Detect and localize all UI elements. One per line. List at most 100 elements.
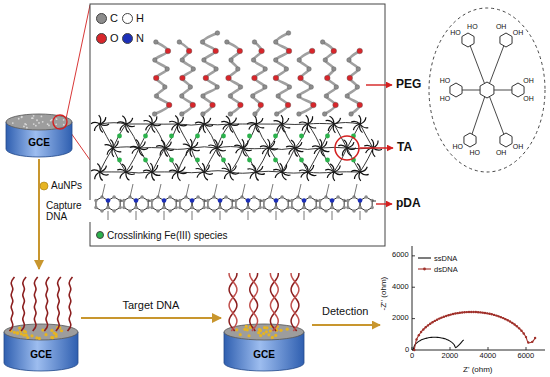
atom xyxy=(286,48,292,54)
ta-link xyxy=(139,148,152,172)
gold-nanoparticle xyxy=(262,332,265,335)
hydroxyl-label: HO xyxy=(440,95,451,103)
legend-text: dsDNA xyxy=(434,265,458,274)
surface-speck xyxy=(63,124,65,126)
atom xyxy=(190,198,195,203)
surface-speck xyxy=(26,127,28,129)
surface-speck xyxy=(23,126,25,128)
gold-nanoparticle xyxy=(40,182,48,190)
atom xyxy=(349,112,354,117)
ta-arm xyxy=(359,115,361,124)
ta-link xyxy=(100,124,113,148)
atom xyxy=(357,48,363,54)
ta-arm xyxy=(100,172,103,181)
zoom-circle xyxy=(429,8,545,172)
process-arrow xyxy=(38,159,40,269)
atom xyxy=(152,112,157,117)
atom xyxy=(296,209,299,212)
tick-label: 6000 xyxy=(518,352,535,361)
ta-link xyxy=(360,124,373,148)
electrode-label: GCE xyxy=(30,349,52,360)
highlight-circle xyxy=(335,136,359,160)
legend-item: O xyxy=(96,32,119,44)
ta-link xyxy=(126,148,139,172)
bond xyxy=(487,40,506,90)
legend-item: ssDNA xyxy=(434,254,457,263)
ssdna-strand xyxy=(56,277,61,331)
data-marker xyxy=(450,313,452,315)
tick-label: 4000 xyxy=(480,352,497,361)
legend-text: O xyxy=(110,32,119,44)
hydroxyl-label: OH xyxy=(513,29,524,37)
atom xyxy=(234,206,237,209)
fe-dot xyxy=(117,158,122,163)
ta-link xyxy=(165,148,178,172)
dsdna-strand xyxy=(229,273,237,331)
ta-link xyxy=(230,124,256,125)
ta-link xyxy=(295,124,308,148)
atom xyxy=(191,67,196,72)
tick-label: 0 xyxy=(405,346,409,355)
data-marker xyxy=(495,314,497,316)
hydroxyl-label: OH xyxy=(523,77,534,85)
hydroxyl-label: HO xyxy=(467,23,478,31)
data-marker xyxy=(422,328,424,330)
pda-bond xyxy=(372,201,376,202)
ssdna-strand xyxy=(68,277,73,331)
fe-dot xyxy=(143,158,148,163)
legend-text: N xyxy=(136,32,144,44)
ta-arm xyxy=(308,116,313,124)
ta-link xyxy=(308,123,334,125)
fe-dot xyxy=(117,134,122,139)
tick-label: 2000 xyxy=(392,314,409,323)
data-marker xyxy=(531,341,533,343)
ta-arm xyxy=(226,116,230,124)
ta-arm xyxy=(94,124,100,131)
atom xyxy=(333,102,339,108)
ta-arm xyxy=(307,172,309,181)
dsdna-strand xyxy=(250,273,258,331)
ta-link xyxy=(269,148,282,172)
data-marker xyxy=(472,311,474,313)
hydroxyl-label: OH xyxy=(496,149,507,157)
ta-link xyxy=(256,148,269,172)
atom xyxy=(224,209,227,212)
legend-swatch xyxy=(96,33,107,44)
atom xyxy=(364,209,367,212)
gold-nanoparticle xyxy=(271,336,274,339)
data-marker xyxy=(507,319,509,321)
ta-arm xyxy=(281,115,283,124)
ta-link xyxy=(295,148,321,149)
pda-bond xyxy=(242,184,245,197)
atom xyxy=(190,199,193,202)
ta-link xyxy=(152,124,165,148)
electrode-surface xyxy=(6,114,72,130)
pda-bond xyxy=(192,211,193,220)
atom xyxy=(215,85,220,90)
data-marker xyxy=(466,311,468,313)
ta-link xyxy=(191,124,204,148)
atom xyxy=(168,209,171,212)
tick-mark xyxy=(412,287,415,288)
ta-link xyxy=(204,124,217,148)
atom xyxy=(184,209,187,212)
atom xyxy=(163,85,168,90)
atom xyxy=(346,199,349,202)
atom xyxy=(154,40,159,45)
atom xyxy=(224,195,227,198)
atom xyxy=(238,102,244,108)
atom xyxy=(336,195,339,198)
data-marker xyxy=(420,331,422,333)
atom xyxy=(274,206,277,209)
atom xyxy=(201,94,206,99)
electrode-label: GCE xyxy=(253,349,275,360)
pointer-arrow xyxy=(376,203,392,204)
data-marker xyxy=(475,311,477,313)
ta-arm xyxy=(99,115,101,124)
ta-link xyxy=(217,148,230,172)
atom xyxy=(273,40,278,45)
atom xyxy=(230,206,233,209)
legend-text: C xyxy=(110,12,118,24)
ta-arm xyxy=(256,172,265,174)
atom xyxy=(286,206,289,209)
